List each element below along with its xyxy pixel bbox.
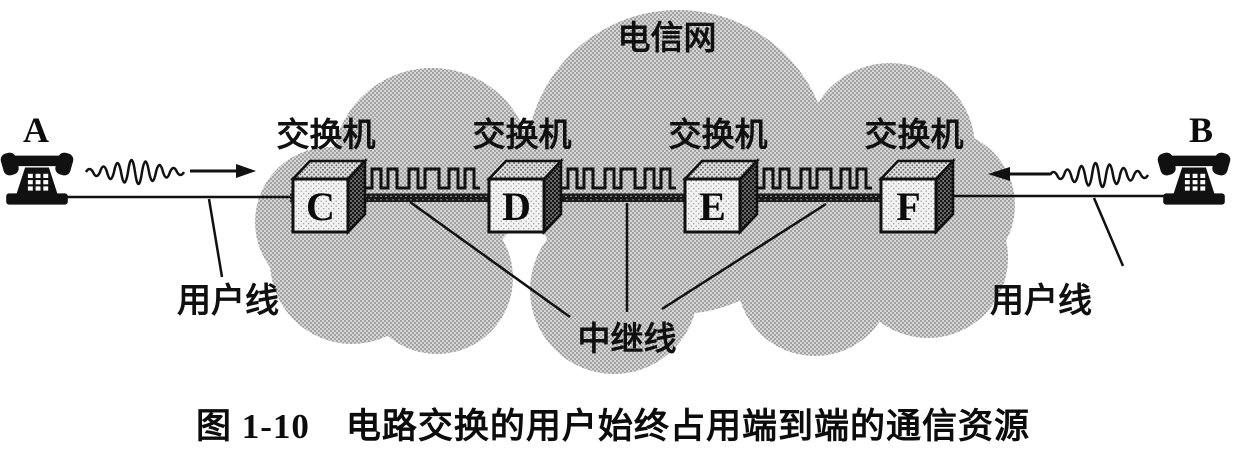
- telecom-network-label: 电信网: [618, 19, 717, 56]
- arrow-left-icon: [988, 167, 1050, 181]
- user-line-label-left: 用户线: [177, 282, 279, 320]
- endpoint-b-label: B: [1189, 110, 1213, 150]
- endpoint-a-label: A: [23, 110, 49, 150]
- endpoint-a: A: [0, 110, 256, 205]
- trunk-line: [290, 193, 938, 202]
- switch-id-c: C: [306, 184, 335, 229]
- arrow-right-icon: [190, 164, 256, 178]
- switch-node-f: F 交换机: [865, 116, 964, 236]
- switch-caption-c: 交换机: [277, 116, 376, 153]
- user-line-label-right: 用户线: [990, 282, 1092, 320]
- trunk-pointer-left: [409, 200, 571, 319]
- telephone-icon: [0, 151, 75, 205]
- switch-node-e: E 交换机: [669, 116, 768, 236]
- analog-wave-icon: [84, 158, 186, 186]
- switch-caption-e: 交换机: [669, 116, 768, 153]
- user-line-pointer-right: [1092, 197, 1125, 267]
- switch-id-d: D: [502, 184, 531, 229]
- switch-caption-f: 交换机: [865, 116, 964, 153]
- switch-node-d: D 交换机: [473, 116, 572, 236]
- telephone-icon: [1156, 151, 1232, 205]
- switch-caption-d: 交换机: [473, 116, 572, 153]
- trunk-line-label: 中继线: [578, 320, 677, 357]
- switch-node-c: C 交换机: [277, 116, 376, 236]
- switch-id-f: F: [896, 184, 920, 229]
- endpoint-b: B: [988, 110, 1232, 205]
- analog-wave-icon: [1048, 161, 1150, 189]
- switch-id-e: E: [699, 184, 726, 229]
- user-line-pointer-left: [207, 198, 224, 278]
- figure-caption: 图 1-10 电路交换的用户始终占用端到端的通信资源: [196, 406, 1030, 446]
- trunk-pointer-right: [661, 202, 827, 311]
